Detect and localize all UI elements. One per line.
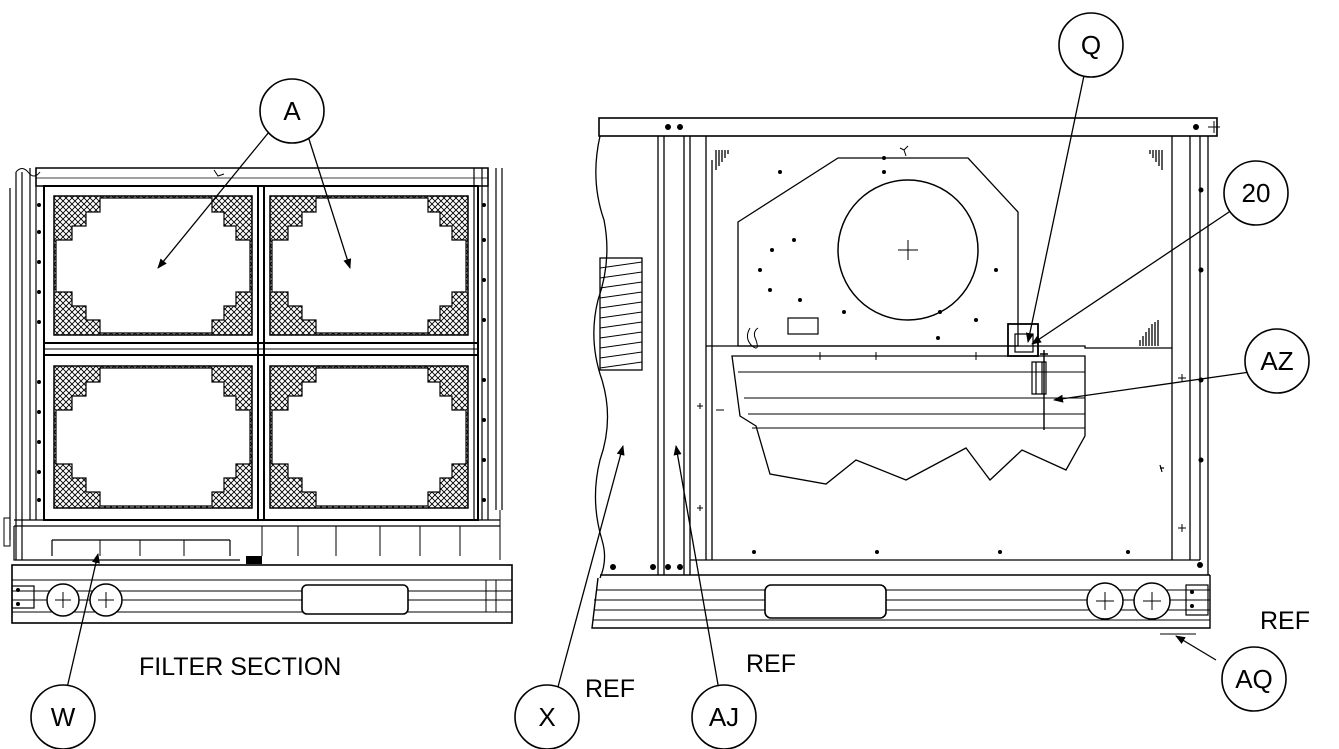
- svg-text:AJ: AJ: [709, 702, 739, 732]
- filter-section-label: FILTER SECTION: [139, 653, 341, 681]
- callout-w: W: [30, 684, 96, 749]
- svg-text:20: 20: [1242, 178, 1271, 208]
- leader-lines: [66, 65, 1251, 699]
- callout-q: Q: [1058, 12, 1124, 78]
- svg-text:A: A: [283, 96, 301, 126]
- svg-text:W: W: [51, 702, 76, 732]
- ref-label-aq: REF: [1260, 607, 1310, 635]
- svg-text:AZ: AZ: [1260, 346, 1293, 376]
- callout-aj: AJ: [691, 684, 757, 749]
- ref-label-x: REF: [585, 675, 635, 703]
- callout-aq: AQ: [1221, 646, 1287, 712]
- louver: [599, 257, 643, 371]
- blower-section-view: [591, 117, 1220, 635]
- filter-panel-bottom-right: [269, 365, 469, 509]
- callout-a: A: [259, 78, 325, 144]
- ref-label-aj: REF: [746, 650, 796, 678]
- callout-20: 20: [1223, 160, 1289, 226]
- svg-text:X: X: [538, 702, 555, 732]
- svg-text:AQ: AQ: [1235, 664, 1273, 694]
- callout-x: X: [514, 684, 580, 749]
- filter-panel-bottom-left: [53, 365, 253, 509]
- callout-az: AZ: [1244, 328, 1310, 394]
- filter-panel-top-right: [269, 195, 469, 336]
- filter-section-view: [3, 167, 513, 624]
- svg-text:Q: Q: [1081, 30, 1101, 60]
- filter-panel-top-left: [53, 195, 253, 336]
